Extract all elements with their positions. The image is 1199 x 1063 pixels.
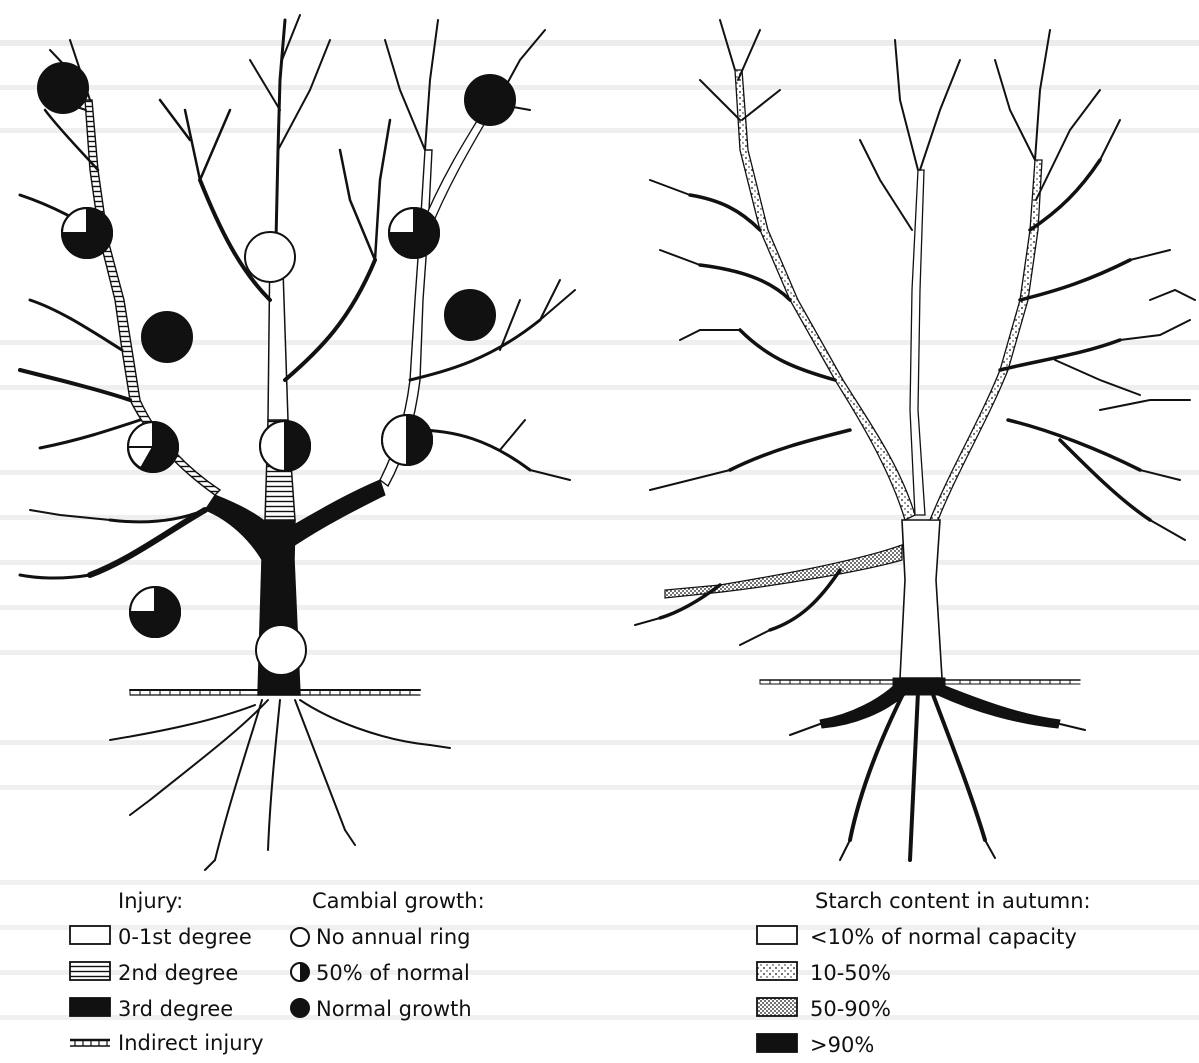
swatch-indirect-injury (70, 1040, 110, 1046)
marker-partial-growth (128, 422, 178, 472)
legend-injury-item: Indirect injury (118, 1031, 264, 1055)
marker-no-annual-ring (245, 232, 295, 282)
symbol-half-growth (291, 963, 309, 981)
marker-half-growth (260, 421, 310, 471)
swatch-starch-50-90 (757, 998, 797, 1016)
legend-starch-item: >90% (810, 1033, 874, 1057)
marker-normal-growth (465, 75, 515, 125)
legend-injury-item: 0-1st degree (118, 925, 252, 949)
marker-half-growth (130, 587, 180, 637)
marker-partial-growth (62, 208, 112, 258)
legend-cambial-item: Normal growth (316, 997, 472, 1021)
right-tree (635, 20, 1195, 860)
marker-half-growth (382, 415, 432, 465)
legend-cambial-item: 50% of normal (316, 961, 470, 985)
swatch-starch-10-50 (757, 962, 797, 980)
roots-right (790, 678, 1085, 860)
legend-starch-item: 50-90% (810, 997, 891, 1021)
swatch-starch-over-90 (757, 1034, 797, 1052)
legend-cambial-item: No annual ring (316, 925, 471, 949)
legend-injury-title: Injury: (118, 889, 183, 913)
swatch-3rd-degree (70, 998, 110, 1016)
legend-injury-item: 3rd degree (118, 997, 233, 1021)
legend-starch-title: Starch content in autumn: (815, 889, 1091, 913)
bleed-through-background (0, 40, 1199, 1020)
swatch-0-1st-degree (70, 926, 110, 944)
legend-starch-item: 10-50% (810, 961, 891, 985)
swatch-starch-under-10 (757, 926, 797, 944)
legend-cambial: Cambial growth: No annual ring 50% of no… (291, 889, 485, 1021)
marker-no-annual-ring (256, 625, 306, 675)
trunk-right (900, 520, 942, 678)
marker-normal-growth (142, 312, 192, 362)
legend-injury: Injury: 0-1st degree 2nd degree 3rd degr… (70, 889, 264, 1055)
swatch-2nd-degree (70, 962, 110, 980)
symbol-no-annual-ring (291, 928, 309, 946)
marker-partial-growth (389, 208, 439, 258)
symbol-normal-growth (291, 999, 309, 1017)
legend-cambial-title: Cambial growth: (312, 889, 485, 913)
legend-starch-item: <10% of normal capacity (810, 925, 1077, 949)
marker-normal-growth (445, 290, 495, 340)
legend-injury-item: 2nd degree (118, 961, 238, 985)
marker-normal-growth (38, 63, 88, 113)
